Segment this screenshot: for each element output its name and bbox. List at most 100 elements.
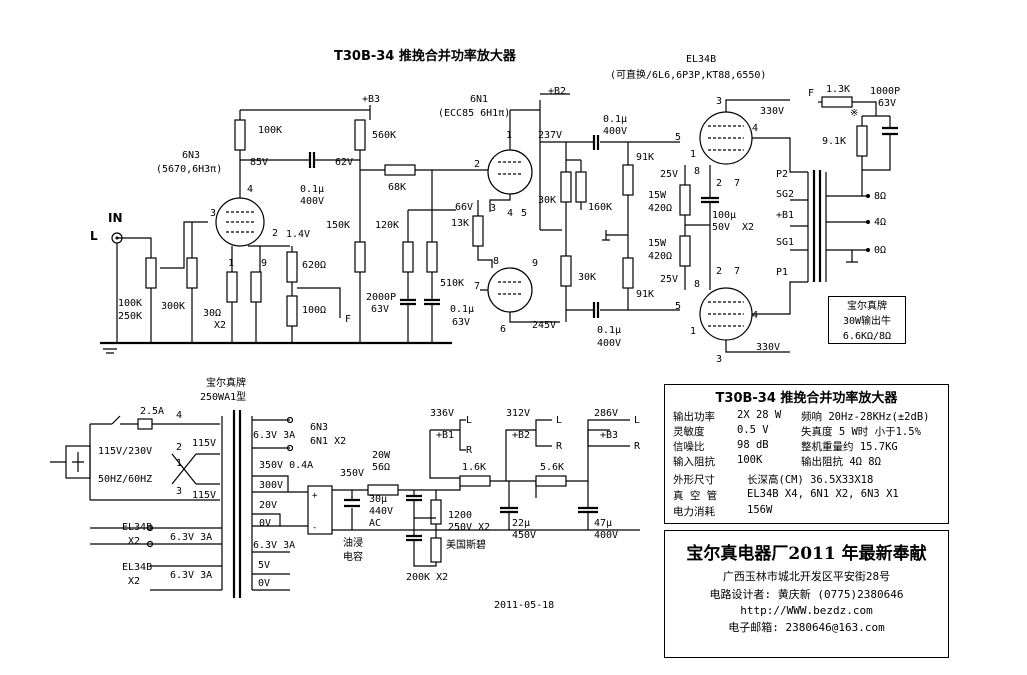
resistor-560k [354, 119, 366, 151]
prim-b-label: 115V [192, 490, 216, 501]
c30-volt: 440V [369, 506, 393, 517]
spec-row-2-val: 0.5 V [737, 424, 769, 436]
pin-6n1-5: 5 [521, 208, 527, 219]
resistor-30ohm-b [250, 271, 262, 303]
h2-x: X2 [128, 536, 140, 547]
svg-text:-: - [312, 523, 317, 533]
fb-r91k: 9.1K [822, 136, 846, 147]
r200k-x2: 200K X2 [406, 572, 448, 583]
resistor-120k [402, 241, 414, 273]
maker-email[interactable]: 电子邮箱: 2380646@163.com [728, 621, 885, 634]
maker-name: 宝尔真电器厂2011 年最新奉献 [686, 544, 927, 564]
voltage-25v-b: 25V [660, 274, 678, 285]
maker-panel: 宝尔真电器厂2011 年最新奉献 广西玉林市城北开发区平安街28号 电路设计者:… [664, 530, 949, 658]
resistor-5-6k [535, 475, 567, 487]
c2000-label: 2000P [366, 292, 396, 303]
c01-c-label: 0.1μ [603, 114, 627, 125]
r160k-label: 160K [588, 202, 612, 213]
c1000-label: 1000P [870, 86, 900, 97]
star-mark: ※ [850, 108, 858, 119]
resistor-30k-a [560, 171, 572, 203]
tube-6n1-lower-icon [487, 267, 533, 313]
oil-cap-2: 电容 [343, 550, 363, 563]
resistor-56ohm [367, 484, 399, 496]
tube-el34-name: EL34B [686, 54, 716, 65]
b3-label: +B3 [362, 94, 380, 105]
spec-row-4-extra: 输出阻抗 4Ω 8Ω [801, 456, 881, 468]
voltage-330v-b: 330V [756, 342, 780, 353]
r100k-label: 100K [258, 125, 282, 136]
spec-row-3-label: 信噪比 [673, 441, 705, 453]
bridge-rectifier-icon [307, 485, 333, 535]
v0-label: 0V [258, 578, 270, 589]
pin-el34-4a: 4 [752, 123, 758, 134]
pin-el34-3a: 3 [716, 96, 722, 107]
c01-a-label: 0.1μ [300, 184, 324, 195]
pin-el34-2b: 2 [716, 266, 722, 277]
h2-tube: EL34B [122, 522, 152, 533]
spec-title: T30B-34 推挽合并功率放大器 [715, 391, 898, 406]
spec-row-6-val: EL34B X4, 6N1 X2, 6N3 X1 [747, 488, 899, 500]
resistor-30k-b [560, 255, 572, 287]
hv-300v: 300V [259, 480, 283, 491]
h2-label: 6.3V 3A [170, 532, 212, 543]
c1200: 1200 [448, 510, 472, 521]
pin-6n1-6: 6 [500, 324, 506, 335]
r510k-label: 510K [440, 278, 464, 289]
maker-url[interactable]: http://WWW.bezdz.com [740, 604, 873, 617]
svg-text:+: + [312, 491, 318, 501]
c22: 22μ [512, 518, 530, 529]
spec-row-3-extra: 整机重量约 15.7KG [801, 441, 898, 453]
b1-rail-label: +B1 [436, 430, 454, 441]
mains-voltage: 115V/230V [98, 446, 152, 457]
pin-el34-1a: 1 [690, 149, 696, 160]
c22-volt: 450V [512, 530, 536, 541]
pin-el34-8b: 8 [694, 279, 700, 290]
c01-a-volt: 400V [300, 196, 324, 207]
pin-el34-7b: 7 [734, 266, 740, 277]
b1-voltage: 336V [430, 408, 454, 419]
pin-6n1-8: 8 [493, 256, 499, 267]
spec-row-6-label: 真 空 管 [673, 490, 718, 502]
c100-label: 100μ [712, 210, 736, 221]
resistor-1-6k [459, 475, 491, 487]
r560k-label: 560K [372, 130, 396, 141]
pot-value: 100K [118, 298, 142, 309]
resistor-68k [384, 164, 416, 176]
channel-label: L [90, 229, 98, 243]
resistor-200k-b [430, 537, 442, 563]
maker-address: 广西玉林市城北开发区平安街28号 [722, 570, 891, 583]
resistor-1-3k [821, 96, 853, 108]
spec-row-2-label: 灵敏度 [673, 426, 705, 438]
r30-x2: X2 [214, 320, 226, 331]
voltage-25v-a: 25V [660, 169, 678, 180]
b1-out-label: +B1 [776, 210, 794, 221]
pot-value-2: 250K [118, 311, 142, 322]
drawing-date: 2011-05-18 [494, 600, 554, 611]
r56k: 5.6K [540, 462, 564, 473]
out-4ohm: 4Ω [874, 217, 886, 228]
b2-r: R [556, 441, 563, 452]
r15w-b: 15W [648, 238, 667, 249]
h3-label: 6.3V 3A [170, 570, 212, 581]
hv-label: 350V 0.4A [259, 460, 313, 471]
out-0ohm: 0Ω [874, 245, 886, 256]
h1-tubes2: 6N1 X2 [310, 436, 346, 447]
sg1-label: SG1 [776, 237, 794, 248]
cap-brand: 美国斯碧 [446, 538, 486, 551]
tube-6n3-equiv: (5670,6H3π) [156, 164, 222, 175]
spec-row-7-val: 156W [747, 504, 773, 516]
resistor-100ohm [286, 295, 298, 327]
pin-9: 9 [261, 258, 267, 269]
voltage-330v-a: 330V [760, 106, 784, 117]
tube-el34-equiv: (可直换/6L6,6P3P,KT88,6550) [610, 68, 766, 81]
r150k-label: 150K [326, 220, 350, 231]
pin-el34-7a: 7 [734, 178, 740, 189]
pin-6n1-7: 7 [474, 281, 480, 292]
spec-row-3-val: 98 dB [737, 439, 769, 451]
voltage-245v: 245V [532, 320, 556, 331]
resistor-160k [575, 171, 587, 203]
r91k-b-label: 91K [636, 289, 654, 300]
r68k-label: 68K [388, 182, 406, 193]
r16k: 1.6K [462, 462, 486, 473]
